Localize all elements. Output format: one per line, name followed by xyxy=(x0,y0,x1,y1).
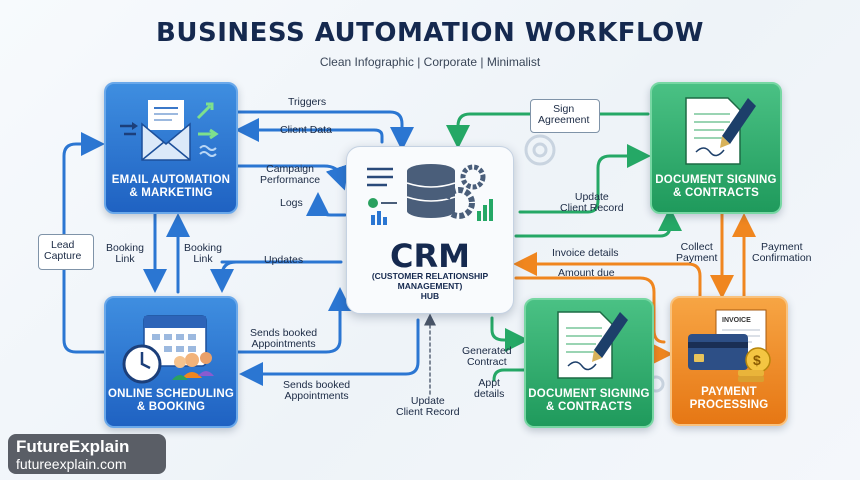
arrow-sign xyxy=(446,112,650,149)
sign-agreement-box xyxy=(530,99,600,133)
scheduling-card[interactable]: ONLINE SCHEDULING& BOOKING xyxy=(104,296,238,428)
brand-url: futureexplain.com xyxy=(16,456,127,472)
page-title: BUSINESS AUTOMATION WORKFLOW xyxy=(156,18,704,48)
doc-bottom-title: DOCUMENT SIGNING& CONTRACTS xyxy=(528,388,650,413)
document-signing-bottom-card[interactable]: DOCUMENT SIGNING& CONTRACTS xyxy=(524,298,654,428)
arrow-logs xyxy=(306,192,347,217)
svg-text:$: $ xyxy=(753,352,761,368)
arrow-client-data xyxy=(235,118,384,144)
signed-document-icon xyxy=(557,311,628,379)
label-invoice-details: Invoice details xyxy=(552,247,619,259)
invoice-label: INVOICE xyxy=(722,317,751,324)
label-logs: Logs xyxy=(280,197,303,209)
arrow-sends-1 xyxy=(236,287,352,354)
lead-capture-box xyxy=(38,234,94,270)
scheduling-card-title: ONLINE SCHEDULING& BOOKING xyxy=(107,388,235,413)
arrow-invoice-details xyxy=(513,252,702,298)
brand-badge[interactable]: FutureExplain futureexplain.com xyxy=(8,434,166,474)
brand-name: FutureExplain xyxy=(16,437,130,456)
arrow-sends-2 xyxy=(239,318,420,386)
calendar-clock-icon xyxy=(122,315,214,384)
crm-title: CRM xyxy=(390,237,470,275)
label-amount-due: Amount due xyxy=(558,267,615,279)
label-client-data: Client Data xyxy=(280,124,332,136)
email-card-title: EMAIL AUTOMATION& MARKETING xyxy=(111,174,231,199)
envelope-icon xyxy=(120,100,219,161)
page-subtitle: Clean Infographic | Corporate | Minimali… xyxy=(319,55,541,69)
arrow-crm-to-doc-top xyxy=(514,207,682,238)
signed-document-icon xyxy=(685,97,756,165)
document-signing-top-card[interactable]: DOCUMENT SIGNING& CONTRACTS xyxy=(650,82,782,214)
credit-card-coins-icon: INVOICE $ xyxy=(688,309,771,382)
label-triggers: Triggers xyxy=(288,96,327,108)
arrow-generated xyxy=(490,316,529,352)
doc-top-title: DOCUMENT SIGNING& CONTRACTS xyxy=(655,174,777,199)
arrow-amount-due xyxy=(514,276,666,344)
arrow-update-top xyxy=(518,144,651,214)
arrow-appt xyxy=(492,368,526,382)
label-updates: Updates xyxy=(264,254,304,266)
arrow-campaign xyxy=(236,163,349,191)
email-automation-card[interactable]: EMAIL AUTOMATION& MARKETING xyxy=(104,82,238,214)
database-gears-icon xyxy=(367,164,493,225)
arrow-triggers xyxy=(236,110,414,151)
